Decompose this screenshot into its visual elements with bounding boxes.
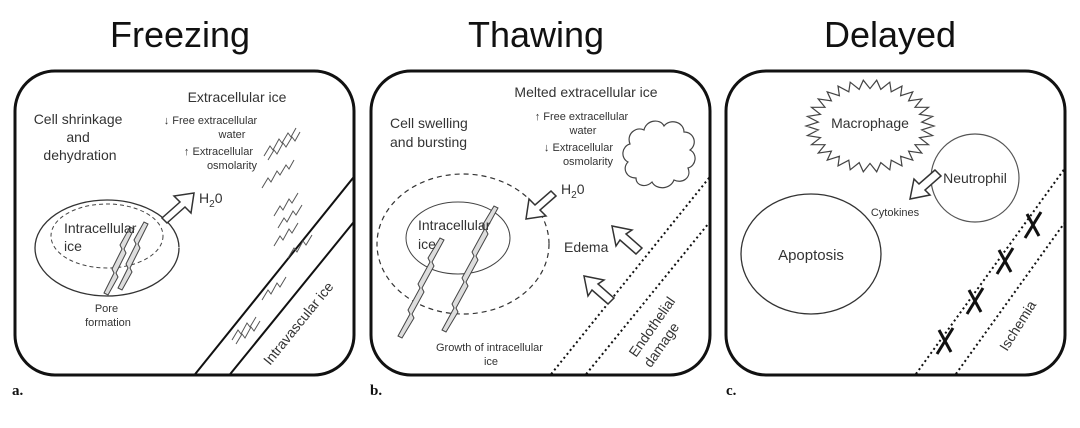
nucleus <box>405 201 511 275</box>
endothelial-damage-label: Endothelial damage <box>625 291 695 370</box>
neutrophil-label: Neutrophil <box>943 170 1007 186</box>
panel-letter-c: c. <box>726 383 737 399</box>
vessel-wall-lower <box>582 217 710 375</box>
intracellular-ice-label: Intracellular ice <box>64 220 140 254</box>
apoptosis-label: Apoptosis <box>778 247 844 264</box>
h2o-label: H20 <box>199 190 223 210</box>
cell-swelling-label: Cell swelling and bursting <box>390 115 472 150</box>
free-water-label: ↓ Free extracellular water <box>164 115 261 141</box>
panel-frame <box>13 69 356 377</box>
edema-label: Edema <box>564 239 609 255</box>
extracellular-ice-crystals <box>261 127 303 247</box>
water-influx-arrow <box>525 189 558 220</box>
pore-formation-label: Pore formation <box>85 303 131 329</box>
intracellular-ice-crystals <box>103 221 149 296</box>
panel-title-delayed: Delayed <box>823 14 957 55</box>
nucleus <box>50 203 164 269</box>
edema-arrow-lower <box>583 275 616 306</box>
vessel-wall-upper <box>191 172 354 375</box>
vessel-wall-lower <box>952 217 1065 375</box>
intravascular-ice-crystals <box>231 234 313 345</box>
melted-ice-label: Melted extracellular ice <box>514 84 657 100</box>
vessel-wall-upper <box>912 163 1065 375</box>
ischemia-label: Ischemia <box>996 297 1039 353</box>
panel-frame <box>724 69 1067 377</box>
apoptotic-cell <box>740 193 882 315</box>
panel-freezing: Cell shrinkage and dehydration Extracell… <box>13 69 356 377</box>
ischemia-x-marks <box>935 211 1043 355</box>
extracellular-ice-label: Extracellular ice <box>188 89 287 105</box>
osmolarity-label: ↑ Extracellular osmolarity <box>184 146 258 172</box>
cell-shrinkage-label: Cell shrinkage and dehydration <box>34 111 127 163</box>
edema-arrow-upper <box>611 225 644 256</box>
swollen-cell <box>376 173 550 315</box>
panel-frame <box>369 69 712 377</box>
shrunken-cell <box>34 199 180 297</box>
free-water-label: ↑ Free extracellular water <box>535 111 632 137</box>
intracellular-ice-label: Intracellular ice <box>418 217 494 252</box>
cytokines-label: Cytokines <box>871 207 920 219</box>
osmolarity-label: ↓ Extracellular osmolarity <box>544 142 616 168</box>
cytokine-arrow <box>909 168 943 200</box>
panel-title-freezing: Freezing <box>109 14 251 55</box>
intracellular-ice-crystals <box>397 205 499 339</box>
panel-letter-a: a. <box>12 383 24 399</box>
growth-label: Growth of intracellular ice <box>436 342 546 368</box>
water-efflux-arrow <box>160 192 195 225</box>
melted-ice-cloud <box>622 120 696 189</box>
panel-delayed: Macrophage Neutrophil Cytokines Apoptosi… <box>724 69 1067 377</box>
panel-thawing: Melted extracellular ice Cell swelling a… <box>369 69 712 377</box>
panel-title-thawing: Thawing <box>467 14 605 55</box>
h2o-label: H20 <box>561 181 585 201</box>
panel-letter-b: b. <box>370 383 383 399</box>
macrophage-label: Macrophage <box>831 115 909 131</box>
macrophage <box>804 79 936 173</box>
vessel-wall-upper <box>547 172 710 375</box>
vessel-wall-lower <box>226 217 354 375</box>
